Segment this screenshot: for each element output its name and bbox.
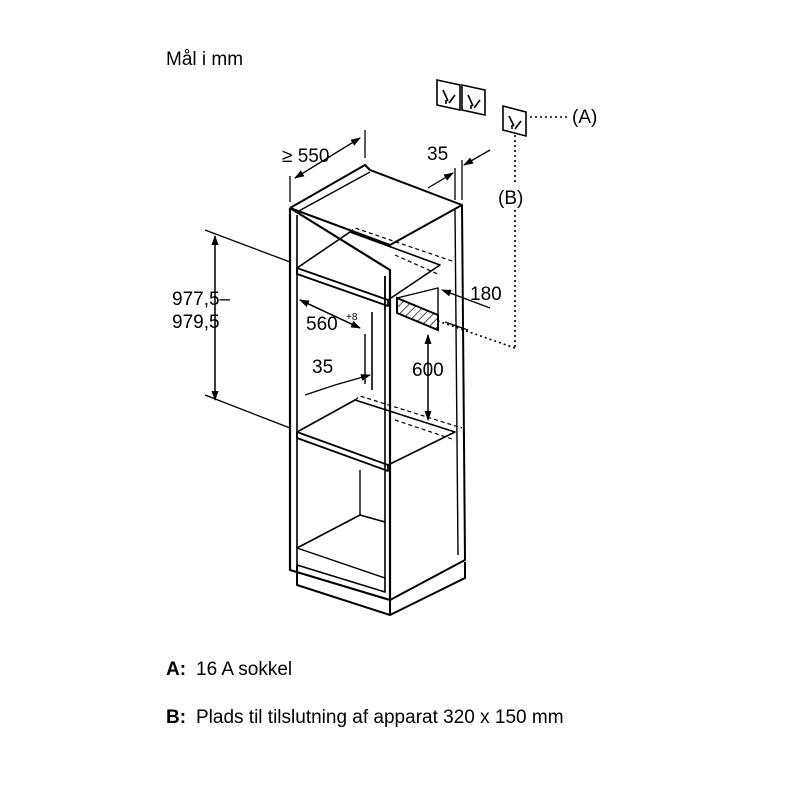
dim-inner-width-tol: +8 [346,312,358,323]
dim-height-line2: 979,5 [172,312,220,333]
legend-text: 16 A sokkel [196,659,293,680]
lower-shelf [296,431,389,472]
connection-area [396,287,439,332]
upper-shelf [296,267,389,307]
dim-depth-35: 35 [427,144,448,165]
dim-height-line1: 977,5– [172,289,231,310]
cabinet-right-side [389,204,466,601]
socket-icon [436,79,461,111]
dim-inner-width: 560 [306,314,338,335]
dimension-lines [204,130,491,429]
legend-text: Plads til tilslutning af apparat 320 x 1… [196,707,564,728]
cabinet-plinth [296,562,466,616]
callout-a: (A) [572,107,597,128]
dim-width-min: ≥ 550 [282,146,329,167]
socket-icon [502,104,527,138]
legend-key: B: [166,707,187,728]
cabinet-top [289,164,463,246]
dim-shelf-35: 35 [312,357,333,378]
tall-cabinet [288,164,466,616]
socket-icons [436,79,527,138]
legend-key: A: [166,659,187,680]
bottom-compartment [296,514,386,549]
callout-b: (B) [498,188,523,209]
leader-lines [434,116,568,349]
dim-distance-180: 180 [470,284,502,305]
page-title: Mål i mm [166,49,243,70]
cabinet-front-inner [296,215,386,593]
socket-icon [461,84,486,116]
cabinet-front-frame [288,207,392,602]
dim-height-600: 600 [412,360,444,381]
legend-item-b: B: Plads til tilslutning af apparat 320 x… [166,706,586,730]
legend-item-a: A: 16 A sokkel [166,658,596,682]
